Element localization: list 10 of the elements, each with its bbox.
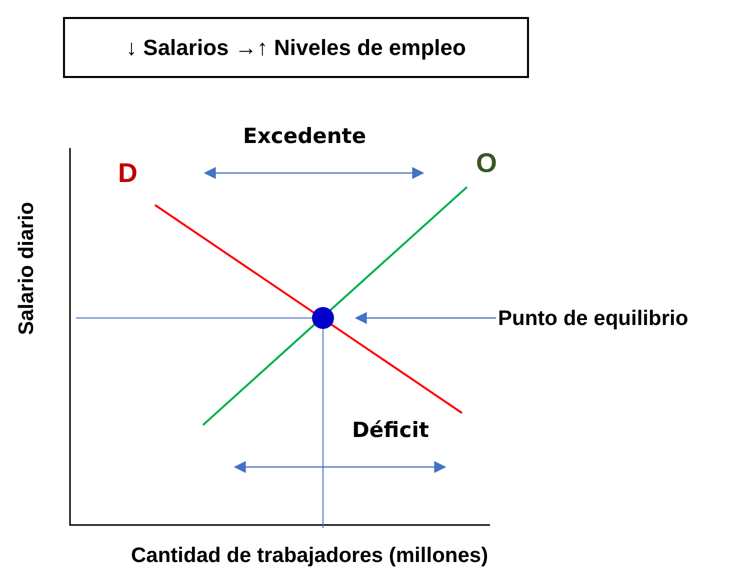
equilibrium-dot (312, 307, 334, 329)
axis-title: Salario diario (16, 201, 37, 335)
curve-label: O (476, 150, 498, 177)
curve-label: D (118, 160, 138, 187)
range-label: Déficit (352, 420, 429, 441)
title-box: ↓ Salarios →↑ Niveles de empleo (63, 17, 529, 78)
range-label: Excedente (243, 126, 366, 147)
leader-arrow (354, 312, 496, 324)
axis-title: Cantidad de trabajadores (millones) (131, 545, 488, 566)
point-label: Punto de equilibrio (498, 306, 740, 330)
